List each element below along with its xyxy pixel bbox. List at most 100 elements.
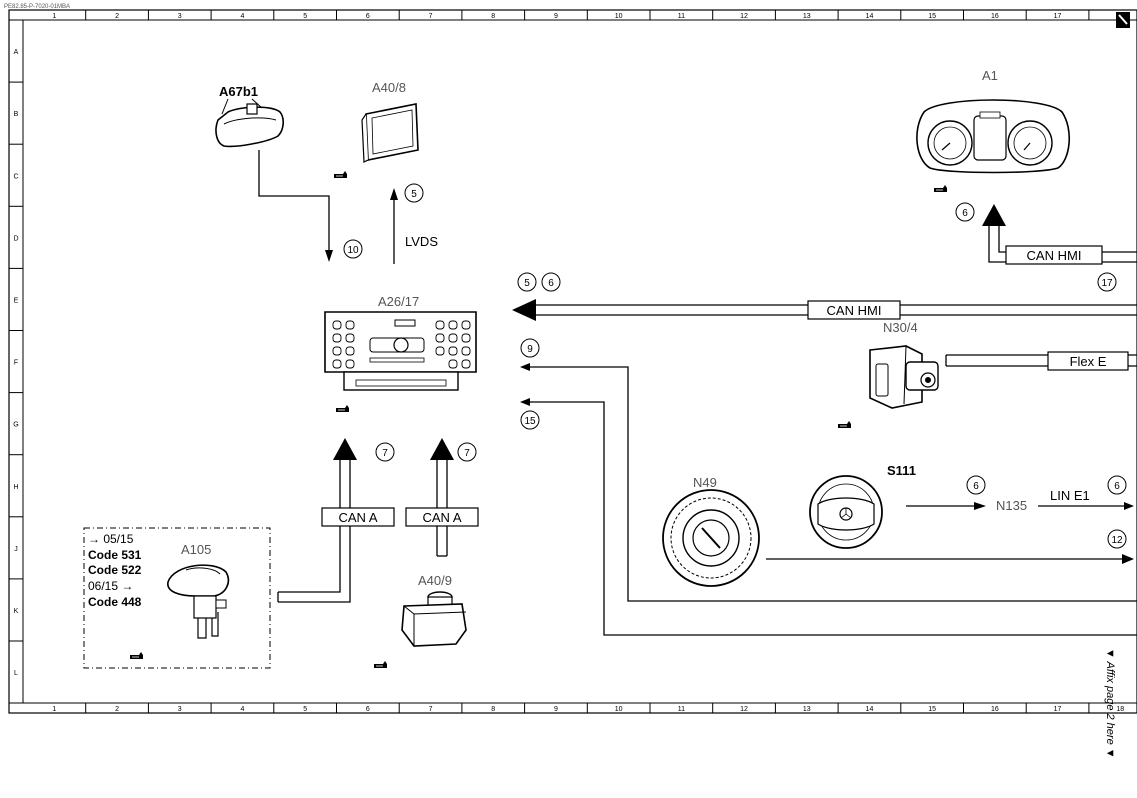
- drawing-frame: [8, 9, 1137, 714]
- ref-17-text: 17: [1101, 278, 1113, 289]
- column-label-top: 10: [615, 13, 623, 20]
- reference-hand-icons: [130, 171, 947, 668]
- column-label-bottom: 16: [991, 706, 999, 713]
- row-label: E: [14, 297, 19, 304]
- row-label: L: [14, 670, 18, 677]
- ref-circle-7-right: 7: [457, 442, 477, 462]
- head-unit-button: [332, 346, 342, 356]
- ref-6-s111-text: 6: [973, 481, 979, 492]
- can-a-a40-9-bus: [430, 438, 454, 557]
- row-label: H: [13, 484, 18, 491]
- head-unit-button: [448, 333, 458, 343]
- row-label: C: [13, 173, 18, 180]
- ref-circle-12: 12: [1107, 529, 1127, 549]
- column-label-top: 11: [678, 13, 685, 20]
- head-unit-button: [345, 346, 355, 356]
- can-a-a105-bus: [277, 438, 357, 603]
- ref-circle-17: 17: [1097, 272, 1117, 292]
- head-unit-button: [345, 320, 355, 330]
- affix-page-note: ▼ Affix page 2 here ▼: [1104, 648, 1116, 759]
- ref-circle-15: 15: [520, 410, 540, 430]
- a105-label: A105: [181, 542, 211, 557]
- ref-6-lin-text: 6: [1114, 481, 1120, 492]
- flex-e-label: Flex E: [1070, 354, 1107, 369]
- can-a-right-label: CAN A: [422, 510, 461, 525]
- column-label-top: 16: [991, 13, 999, 20]
- lin-e1-line: [1038, 502, 1134, 510]
- column-label-bottom: 8: [491, 706, 495, 713]
- a67b1-label: A67b1: [219, 84, 258, 99]
- ref-15-text: 15: [524, 416, 536, 427]
- column-label-bottom: 10: [615, 706, 623, 713]
- head-unit-buttons: [332, 320, 471, 369]
- flex-e-label-box: [1047, 351, 1129, 371]
- can-hmi-a1-label: CAN HMI: [1027, 248, 1082, 263]
- code-line-5: Code 448: [88, 595, 142, 609]
- s111-label: S111: [887, 463, 916, 478]
- head-unit-button: [461, 333, 471, 343]
- ref-circle-6-bus: 6: [541, 272, 561, 292]
- book-icon: [1116, 12, 1130, 28]
- code-line-2: Code 531: [88, 548, 142, 562]
- row-label: J: [14, 546, 18, 553]
- ref-7-left-text: 7: [382, 448, 388, 459]
- row-label: G: [13, 422, 18, 429]
- column-label-top: 2: [115, 13, 119, 20]
- pointing-hand-icon: [374, 661, 387, 668]
- document-code: PE82.85-P-7020-01MBA: [4, 4, 70, 10]
- s111-steering-wheel-component: [809, 475, 883, 549]
- column-label-top: 7: [429, 13, 433, 20]
- a1-instrument-cluster-component: [916, 99, 1071, 174]
- head-unit-button: [461, 320, 471, 330]
- column-label-top: 4: [240, 13, 244, 20]
- pointing-hand-icon: [130, 652, 143, 659]
- can-hmi-bus-label-box: [807, 300, 901, 320]
- a105-gear-selector-component: [167, 564, 230, 639]
- n135-label: N135: [996, 498, 1027, 513]
- pointing-hand-icon: [334, 171, 347, 178]
- head-unit-button: [435, 333, 445, 343]
- n30-4-module-component: [869, 345, 939, 409]
- column-label-bottom: 15: [928, 706, 936, 713]
- column-label-bottom: 7: [429, 706, 433, 713]
- a40-9-label: A40/9: [418, 573, 452, 588]
- code-line-1: → 05/15: [88, 532, 134, 546]
- column-label-top: 8: [491, 13, 495, 20]
- row-label: B: [14, 111, 19, 118]
- column-label-bottom: 6: [366, 706, 370, 713]
- ref-12-text: 12: [1111, 535, 1123, 546]
- head-unit-button: [448, 320, 458, 330]
- pointing-hand-icon: [336, 405, 349, 412]
- s111-to-n135-line: [906, 502, 986, 510]
- head-unit-button: [448, 346, 458, 356]
- column-label-bottom: 17: [1054, 706, 1062, 713]
- ref-6-a1-text: 6: [962, 208, 968, 219]
- ref-6-bus-text: 6: [548, 278, 554, 289]
- can-a-left-label-box: [321, 507, 395, 527]
- ref-10-text: 10: [347, 245, 359, 256]
- n49-steering-angle-sensor-component: [662, 489, 760, 587]
- ref-circle-6-lin: 6: [1107, 475, 1127, 495]
- column-label-bottom: 2: [115, 706, 119, 713]
- code-line-4: 06/15 →: [88, 579, 133, 593]
- signal-15-line: [520, 398, 1137, 636]
- ref-5-text: 5: [411, 189, 417, 200]
- column-label-top: 3: [178, 13, 182, 20]
- column-label-bottom: 18: [1116, 706, 1124, 713]
- ref-7-right-text: 7: [464, 448, 470, 459]
- n49-signal-12-line: [766, 554, 1134, 564]
- head-unit-button: [435, 320, 445, 330]
- a40-8-display-component: [361, 103, 419, 163]
- lvds-label: LVDS: [405, 234, 438, 249]
- column-label-bottom: 4: [240, 706, 244, 713]
- lin-e1-label: LIN E1: [1050, 488, 1090, 503]
- head-unit-button: [461, 346, 471, 356]
- a26-17-label: A26/17: [378, 294, 419, 309]
- row-label: D: [13, 235, 18, 242]
- column-label-top: 12: [740, 13, 748, 20]
- column-label-bottom: 1: [52, 706, 56, 713]
- head-unit-button: [435, 346, 445, 356]
- column-label-bottom: 3: [178, 706, 182, 713]
- can-a-left-label: CAN A: [338, 510, 377, 525]
